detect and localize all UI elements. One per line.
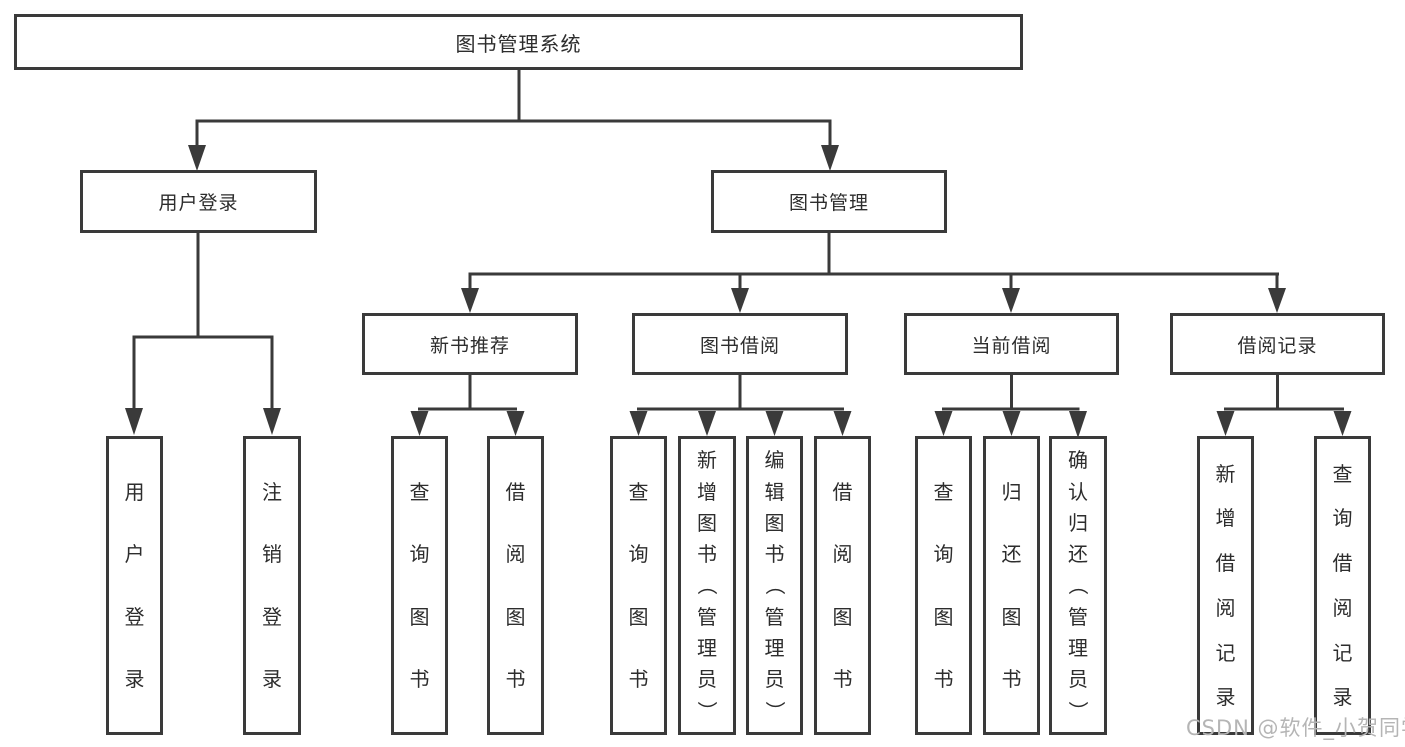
leaf-borrow-books-recommend: 借阅图书: [487, 436, 544, 735]
node-book-management: 图书管理: [711, 170, 947, 233]
leaf-logout: 注销登录: [243, 436, 301, 735]
group-book-borrow: 图书借阅: [632, 313, 848, 375]
node-root-system: 图书管理系统: [14, 14, 1023, 70]
leaf-confirm-return-admin: 确认归还（管理员）: [1049, 436, 1107, 735]
watermark: CSDN @软件_小贺同学: [1186, 716, 1405, 740]
leaf-query-books-recommend: 查询图书: [391, 436, 448, 735]
leaf-return-books: 归还图书: [983, 436, 1040, 735]
leaf-add-borrow-record: 新增借阅记录: [1197, 436, 1254, 735]
leaf-add-books-admin: 新增图书（管理员）: [678, 436, 736, 735]
leaf-query-books-current: 查询图书: [915, 436, 972, 735]
leaf-borrow-books: 借阅图书: [814, 436, 871, 735]
group-borrow-records: 借阅记录: [1170, 313, 1385, 375]
group-current-borrow: 当前借阅: [904, 313, 1119, 375]
group-new-book-recommend: 新书推荐: [362, 313, 578, 375]
leaf-query-borrow-record: 查询借阅记录: [1314, 436, 1371, 735]
leaf-user-login: 用户登录: [106, 436, 163, 735]
node-user-login-branch: 用户登录: [80, 170, 317, 233]
leaf-query-books-borrow: 查询图书: [610, 436, 667, 735]
leaf-edit-books-admin: 编辑图书（管理员）: [746, 436, 803, 735]
